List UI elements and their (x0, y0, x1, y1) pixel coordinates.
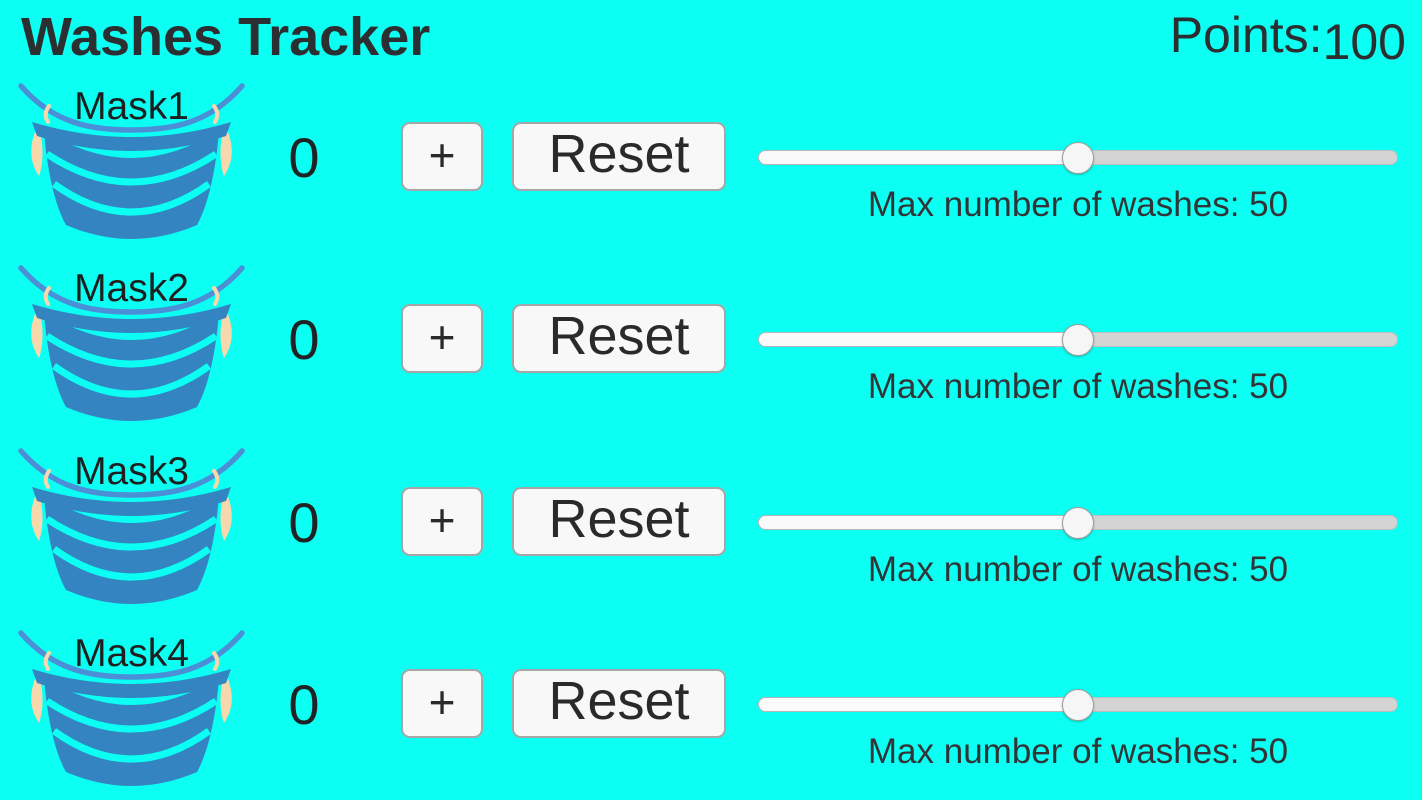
points-display: Points:100 (1169, 6, 1406, 70)
slider-thumb[interactable] (1062, 141, 1094, 174)
increment-button[interactable]: + (401, 669, 483, 738)
max-washes-slider[interactable] (758, 688, 1398, 721)
mask-image-wrap: Mask3 (14, 443, 249, 608)
increment-button[interactable]: + (401, 487, 483, 556)
max-washes-label: Max number of washes: 50 (867, 367, 1289, 406)
increment-button[interactable]: + (401, 304, 483, 373)
mask-row-2: Mask2 0 + Reset Max number of washes: 50 (0, 260, 1422, 440)
mask-row-3: Mask3 0 + Reset Max number of washes: 50 (0, 443, 1422, 623)
reset-button[interactable]: Reset (512, 304, 726, 373)
wash-count: 0 (288, 673, 320, 736)
slider-fill (758, 332, 1077, 347)
max-washes-label: Max number of washes: 50 (867, 732, 1289, 771)
max-washes-slider[interactable] (758, 506, 1398, 539)
slider-fill (758, 515, 1077, 530)
mask-image-wrap: Mask4 (14, 625, 249, 790)
reset-button[interactable]: Reset (512, 669, 726, 738)
mask-row-4: Mask4 0 + Reset Max number of washes: 50 (0, 625, 1422, 800)
page-title: Washes Tracker (21, 7, 431, 67)
mask-label: Mask3 (74, 450, 189, 493)
points-label: Points: (1169, 7, 1323, 63)
reset-button[interactable]: Reset (512, 487, 726, 556)
mask-image-wrap: Mask1 (14, 78, 249, 243)
wash-count: 0 (288, 491, 320, 554)
max-washes-label: Max number of washes: 50 (867, 550, 1289, 589)
max-washes-slider[interactable] (758, 323, 1398, 356)
points-value: 100 (1322, 14, 1406, 70)
mask-row-1: Mask1 0 + Reset Max number of washes: 50 (0, 78, 1422, 258)
max-washes-label: Max number of washes: 50 (867, 185, 1289, 224)
reset-button[interactable]: Reset (512, 122, 726, 191)
slider-thumb[interactable] (1062, 506, 1094, 539)
mask-image-wrap: Mask2 (14, 260, 249, 425)
max-washes-slider[interactable] (758, 141, 1398, 174)
slider-thumb[interactable] (1062, 688, 1094, 721)
wash-count: 0 (288, 308, 320, 371)
mask-label: Mask2 (74, 267, 189, 310)
slider-thumb[interactable] (1062, 323, 1094, 356)
increment-button[interactable]: + (401, 122, 483, 191)
mask-label: Mask1 (74, 85, 189, 128)
slider-fill (758, 697, 1077, 712)
mask-label: Mask4 (74, 632, 189, 675)
wash-count: 0 (288, 126, 320, 189)
slider-fill (758, 150, 1077, 165)
